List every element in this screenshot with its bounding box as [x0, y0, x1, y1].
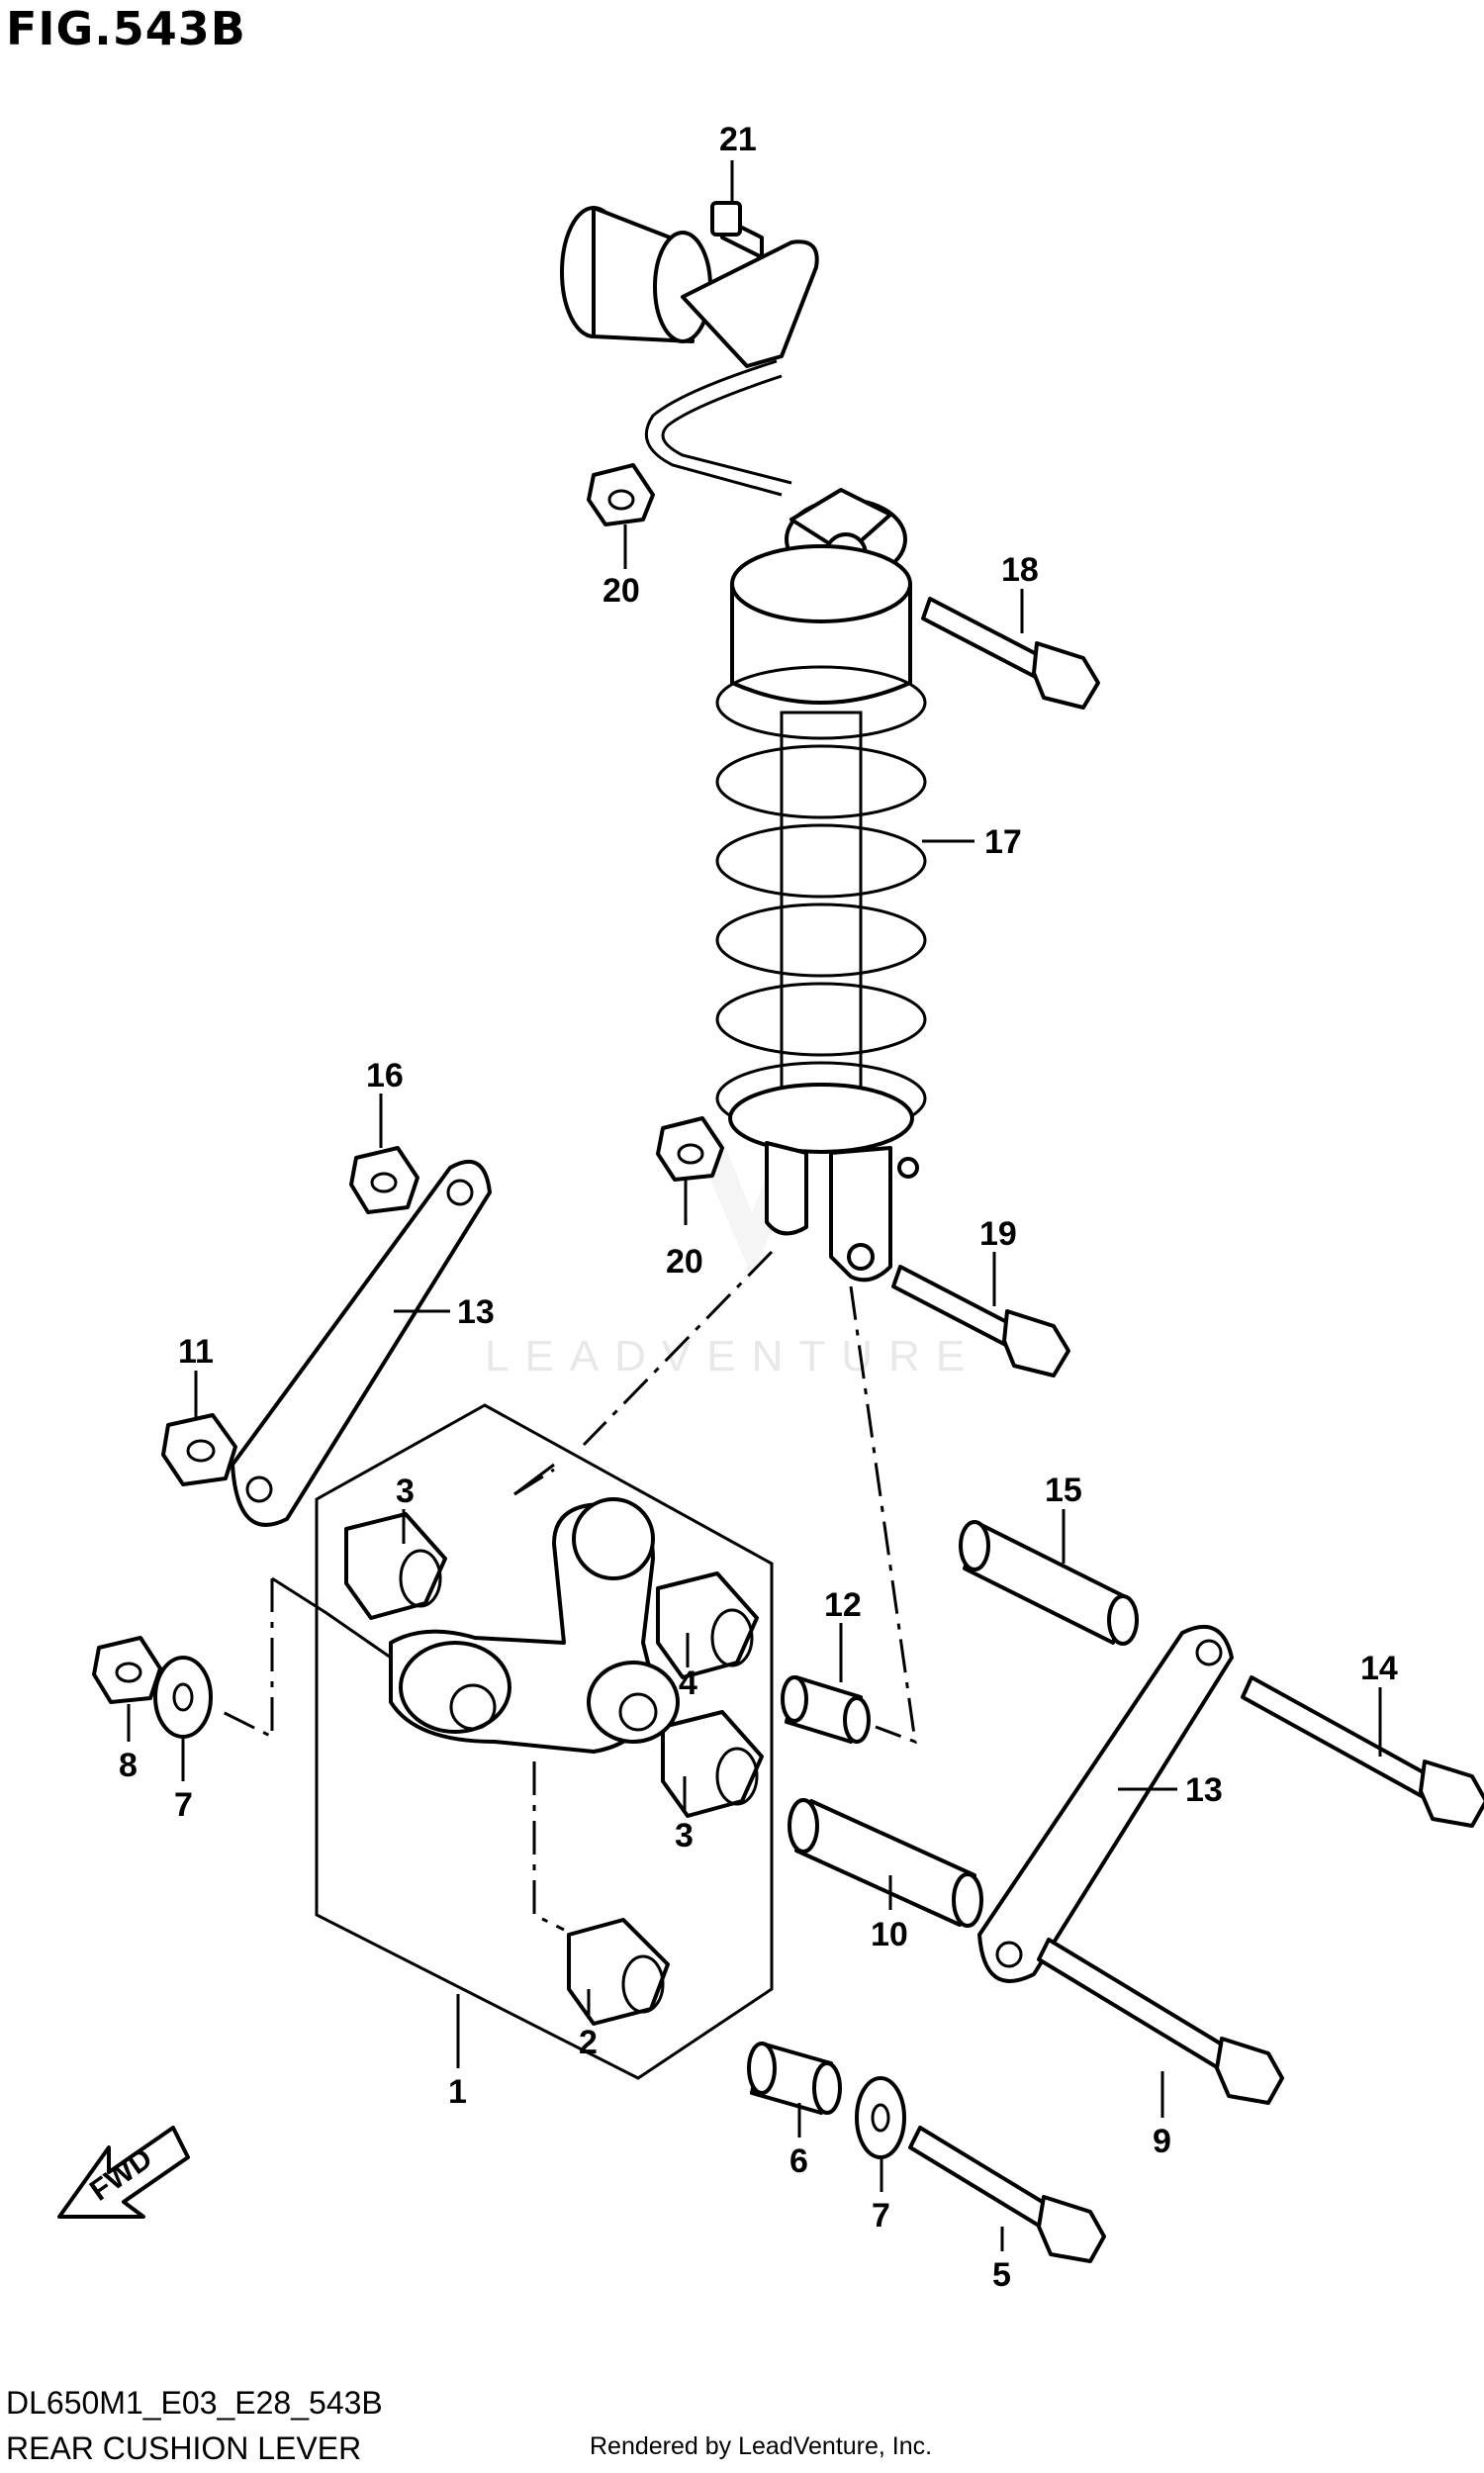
assembly-guide-line	[849, 1285, 917, 1745]
watermark-text: LEADVENTURE	[485, 1332, 980, 1380]
cushion-rod-13-lower[interactable]	[977, 1624, 1234, 1983]
callouts: 21 20 18 17 16 13 20 19 11 15 3 12 14 4 …	[119, 121, 1398, 2294]
spacer-6[interactable]	[747, 2042, 842, 2115]
bolt-5[interactable]	[908, 2126, 1106, 2263]
cushion-rod-13-upper[interactable]	[231, 1159, 492, 1527]
bolt-18[interactable]	[921, 597, 1100, 710]
nut-16[interactable]	[349, 1146, 419, 1214]
callout-14: 14	[1360, 1650, 1398, 1687]
assembly-guide-line	[532, 1761, 565, 1932]
callout-17: 17	[984, 823, 1022, 861]
callout-7: 7	[872, 2197, 890, 2235]
rear-shock-absorber[interactable]	[560, 201, 927, 1283]
bearing-3-upper[interactable]	[344, 1512, 447, 1620]
callout-13: 13	[457, 1293, 495, 1331]
callout-20: 20	[603, 572, 640, 610]
spacer-10[interactable]	[788, 1798, 983, 1928]
bearing-2[interactable]	[567, 1918, 670, 2026]
section-title: REAR CUSHION LEVER	[6, 2430, 362, 2466]
bolt-19[interactable]	[891, 1265, 1070, 1378]
callout-1: 1	[448, 2073, 467, 2111]
leader-lines	[127, 160, 1382, 2251]
figure-code: DL650M1_E03_E28_543B	[6, 2385, 383, 2421]
callout-15: 15	[1045, 1472, 1082, 1509]
lever-assembly-frame	[315, 1403, 774, 2080]
bolt-14[interactable]	[1241, 1675, 1484, 1828]
callout-13: 13	[1185, 1771, 1223, 1809]
cushion-lever[interactable]	[389, 1497, 680, 1754]
nut-11[interactable]	[161, 1413, 237, 1486]
nut-8[interactable]	[92, 1636, 162, 1704]
nut-20-lower[interactable]	[656, 1116, 724, 1182]
callout-5: 5	[992, 2256, 1011, 2294]
callout-12: 12	[824, 1586, 862, 1624]
callout-11: 11	[178, 1333, 214, 1371]
callout-21: 21	[719, 121, 757, 158]
callout-19: 19	[979, 1215, 1017, 1253]
callout-9: 9	[1153, 2123, 1171, 2160]
render-credit: Rendered by LeadVenture, Inc.	[590, 2432, 933, 2460]
bearing-3-lower[interactable]	[661, 1710, 764, 1818]
callout-6: 6	[789, 2142, 808, 2180]
assembly-guide-line	[513, 1463, 555, 1496]
callout-4: 4	[679, 1665, 697, 1702]
spacer-15[interactable]	[959, 1520, 1139, 1646]
callout-3: 3	[675, 1817, 694, 1855]
washer-7-left[interactable]	[153, 1656, 213, 1739]
callout-2: 2	[579, 2024, 598, 2061]
callout-10: 10	[871, 1916, 908, 1953]
callout-8: 8	[119, 1747, 138, 1784]
callout-16: 16	[366, 1057, 404, 1094]
bolt-9[interactable]	[1037, 1938, 1284, 2105]
callout-7: 7	[174, 1786, 193, 1824]
callout-3: 3	[396, 1473, 415, 1510]
nut-20-upper[interactable]	[587, 463, 655, 526]
assembly-guide-line	[222, 1578, 274, 1740]
spacer-12[interactable]	[781, 1675, 871, 1744]
assembly-guide-line	[271, 1576, 392, 1660]
figure-title: FIG.543B	[6, 2, 246, 55]
callout-18: 18	[1001, 551, 1039, 589]
fwd-arrow-icon: FWD	[57, 2126, 190, 2219]
assembly-guide-line	[582, 1250, 774, 1447]
washer-7-right[interactable]	[855, 2076, 906, 2159]
bearing-4[interactable]	[656, 1571, 759, 1679]
callout-20: 20	[666, 1243, 703, 1281]
